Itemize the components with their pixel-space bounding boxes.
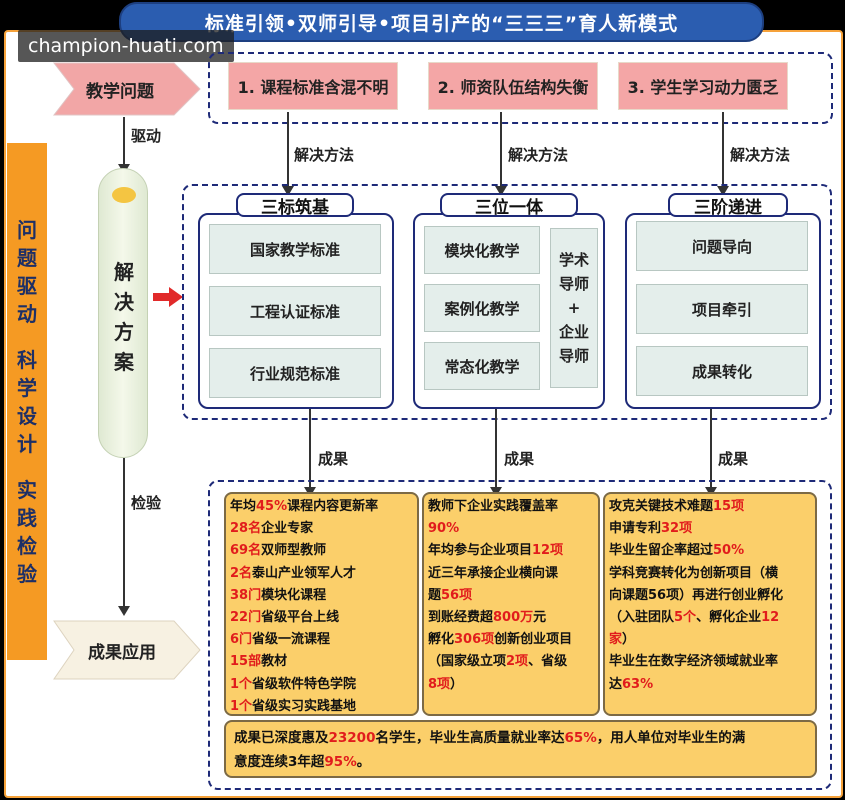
side-label-2: 科 <box>17 347 37 372</box>
group-title-2: 三位一体 <box>440 193 578 218</box>
group-title-1: 三标筑基 <box>236 193 354 218</box>
watermark: champion-huati.com <box>18 30 234 62</box>
results-summary: 成果已深度惠及23200名学生，毕业生高质量就业率达65%，用人单位对毕业生的满… <box>224 720 817 778</box>
problems-box <box>208 52 833 124</box>
group-title-3: 三阶递进 <box>668 193 788 218</box>
results-col-1: 年均45%课程内容更新率 28名企业专家 69名双师型教师 2名泰山产业领军人才… <box>224 492 419 716</box>
problem-1: 1. 课程标准含混不明 <box>228 62 398 110</box>
group3-item-2: 项目牵引 <box>636 284 808 334</box>
application-stage-label: 成果应用 <box>88 642 156 663</box>
group2-item-2: 案例化教学 <box>424 284 540 332</box>
group3-item-1: 问题导向 <box>636 221 808 271</box>
side-label-3: 实 <box>17 477 37 502</box>
problem-tag-shape <box>52 62 201 116</box>
group1-item-3: 行业规范标准 <box>209 348 381 398</box>
method-label-3: 解决方法 <box>730 146 791 164</box>
side-label-1: 问 <box>17 217 37 242</box>
method-label-2: 解决方法 <box>508 146 569 164</box>
group2-dual-mentor: 学术导师+企业导师 <box>550 228 598 388</box>
results-box <box>208 480 832 790</box>
solution-pill: 解决方案 <box>98 168 148 458</box>
side-label: 问 题 驱 动 科 学 设 计 实 践 检 验 <box>7 143 47 660</box>
drive-label: 驱动 <box>131 127 162 145</box>
result-label-2: 成果 <box>504 450 535 468</box>
result-label-3: 成果 <box>718 450 749 468</box>
group2-item-1: 模块化教学 <box>424 226 540 274</box>
pill-dot <box>112 187 136 203</box>
group1-item-2: 工程认证标准 <box>209 286 381 336</box>
group2-item-3: 常态化教学 <box>424 342 540 390</box>
problem-2: 2. 师资队伍结构失衡 <box>428 62 598 110</box>
results-col-3: 攻克关键技术难题15项 申请专利32项 毕业生留企率超过50% 学科竞赛转化为创… <box>603 492 817 716</box>
problem-3: 3. 学生学习动力匮乏 <box>618 62 788 110</box>
group1-item-1: 国家教学标准 <box>209 224 381 274</box>
problem-stage-label: 教学问题 <box>86 81 154 102</box>
solutions-box <box>182 184 832 420</box>
method-label-1: 解决方法 <box>294 146 355 164</box>
result-label-1: 成果 <box>318 450 349 468</box>
check-label: 检验 <box>131 494 162 512</box>
application-tag-shape <box>53 620 201 680</box>
solution-stage-label: 解决方案 <box>114 260 134 374</box>
results-col-2: 教师下企业实践覆盖率 90% 年均参与企业项目12项 近三年承接企业横向课 题5… <box>422 492 600 716</box>
red-arrow-icon <box>153 287 183 307</box>
group3-item-3: 成果转化 <box>636 346 808 396</box>
